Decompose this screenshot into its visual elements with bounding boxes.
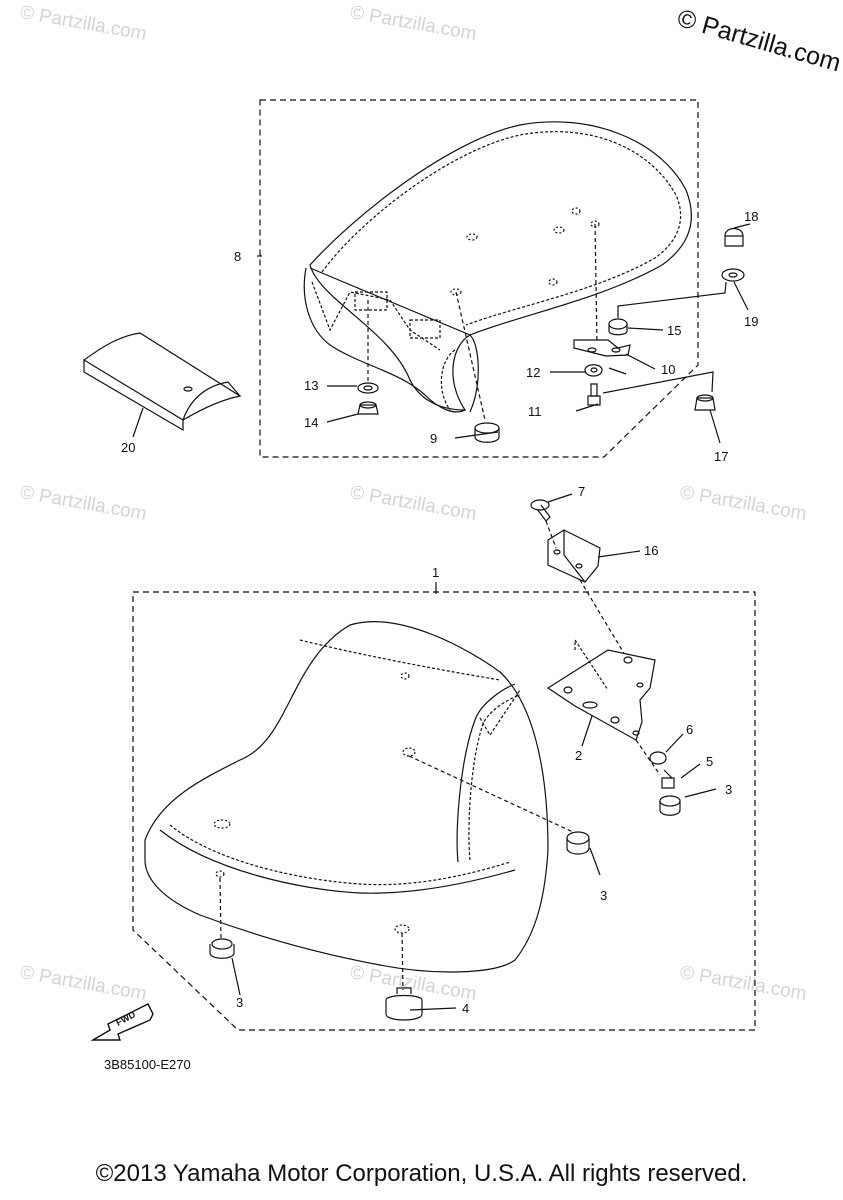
washer-12	[584, 364, 603, 377]
collar-14	[357, 401, 379, 415]
damper-9	[474, 422, 500, 443]
damper-3-left	[209, 938, 235, 959]
callout-5: 5	[706, 754, 713, 769]
diagram-code: 3B85100-E270	[104, 1057, 191, 1072]
grommet-15	[608, 318, 628, 336]
callout-17: 17	[714, 449, 728, 464]
callout-9: 9	[430, 431, 437, 446]
bracket-2	[546, 638, 656, 741]
bracket-16	[547, 529, 601, 583]
damper-3-right	[659, 795, 681, 816]
callout-14: 14	[304, 415, 318, 430]
callout-11: 11	[528, 404, 542, 419]
bracket-10	[573, 339, 631, 357]
callout-18: 18	[744, 209, 758, 224]
passenger-seat-group-outline	[259, 99, 699, 458]
passenger-seat	[303, 121, 692, 413]
nut-18	[724, 227, 744, 247]
bolt-7	[530, 499, 551, 522]
bolt-11	[587, 383, 601, 406]
callout-7: 7	[578, 484, 585, 499]
fwd-arrow-icon	[90, 1003, 154, 1041]
callout-10: 10	[661, 362, 675, 377]
callout-16: 16	[644, 543, 658, 558]
callout-4: 4	[462, 1001, 469, 1016]
washer-6	[649, 751, 667, 765]
callout-3: 3	[600, 888, 607, 903]
callout-15: 15	[667, 323, 681, 338]
callout-12: 12	[526, 365, 540, 380]
damper-3-center	[566, 831, 590, 855]
callout-3: 3	[725, 782, 732, 797]
callout-8: 8	[234, 249, 241, 264]
callout-2: 2	[575, 748, 582, 763]
callout-19: 19	[744, 314, 758, 329]
callout-13: 13	[304, 378, 318, 393]
rider-seat	[144, 621, 549, 973]
damper-4	[385, 987, 423, 1021]
collar-17	[694, 394, 716, 411]
copyright-text: ©2013 Yamaha Motor Corporation, U.S.A. A…	[95, 1160, 748, 1187]
callout-20: 20	[121, 440, 135, 455]
washer-19	[721, 268, 745, 282]
bolt-5	[661, 769, 675, 789]
washer-13	[357, 382, 379, 394]
callout-6: 6	[686, 722, 693, 737]
callout-3: 3	[236, 995, 243, 1010]
seat-cover-20	[82, 332, 242, 432]
callout-labels: 1 2 3 3 3 4 5 6 7 8 9 10 11 12 13 14 15 …	[114, 209, 758, 1028]
callout-1: 1	[432, 565, 439, 580]
